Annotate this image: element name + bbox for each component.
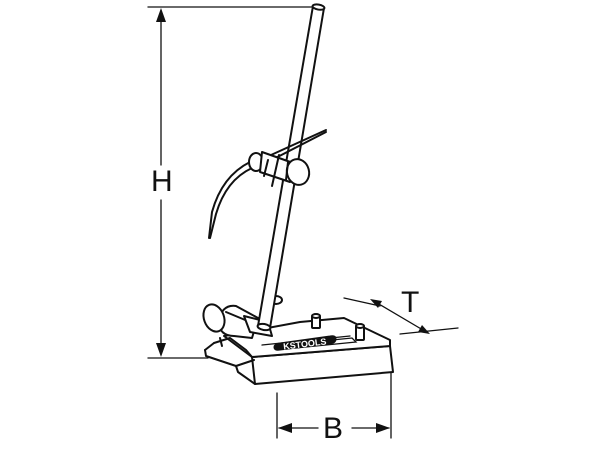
dimension-label-t: T — [401, 286, 420, 319]
arrowhead-t-start — [370, 299, 382, 308]
base-left-lower-edge — [235, 365, 256, 385]
arrowhead-down — [156, 343, 166, 357]
thumb-nut-edge — [285, 161, 289, 181]
knob-face — [202, 303, 226, 333]
extension-line-t-1 — [343, 297, 381, 307]
dimension-label-h: H — [151, 165, 173, 198]
arrowhead-left — [278, 423, 292, 433]
rod-bottom — [256, 322, 272, 332]
dimension-line-t — [371, 299, 429, 334]
scriber-assembly — [208, 129, 327, 239]
base-left-foot — [204, 349, 255, 367]
clamp-inner-line — [263, 159, 269, 177]
scriber-needle-front-edge — [209, 167, 253, 239]
dimension-h — [147, 6, 319, 359]
pin-rear — [311, 313, 321, 329]
dimension-t — [343, 297, 459, 335]
arrowhead-t-end — [418, 325, 430, 334]
extension-line-t-2 — [399, 327, 459, 335]
base-block: KSTOOLS — [204, 313, 394, 385]
dimension-label-b: B — [323, 412, 344, 445]
arrowhead-up — [156, 8, 166, 22]
dimension-b — [276, 371, 392, 439]
arrowhead-right — [376, 423, 390, 433]
groove-inner-line — [219, 337, 223, 347]
v-groove-left — [213, 337, 253, 358]
v-groove-edge — [204, 342, 215, 351]
pin-front — [355, 323, 365, 341]
rod-top-cap — [311, 3, 326, 11]
scriber-needle-front — [208, 161, 251, 239]
rod-through-clamp — [271, 154, 280, 187]
